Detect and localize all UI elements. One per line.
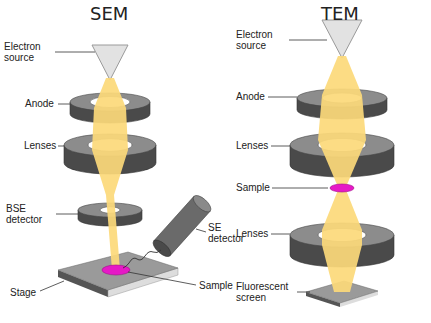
leader-lines	[40, 40, 328, 292]
part-label: Electron source	[236, 29, 288, 51]
part-label: Anode	[25, 98, 54, 109]
signal-wire	[123, 250, 161, 268]
electron-beam	[322, 190, 362, 292]
column-title: TEM	[321, 4, 359, 24]
part-label: Fluorescent screen	[236, 281, 296, 303]
column-title: SEM	[90, 4, 128, 24]
part-label: Lenses	[236, 140, 268, 151]
electron-beam	[318, 56, 366, 187]
electron-source	[322, 20, 362, 58]
part-label: Electron source	[4, 41, 54, 63]
electron-beam	[92, 78, 128, 270]
part-label: Stage	[10, 287, 36, 298]
part-label: Lenses	[236, 228, 268, 239]
part-label: Anode	[236, 91, 265, 102]
part-label: Sample	[199, 280, 233, 291]
electron-source	[92, 45, 128, 80]
sample	[330, 184, 354, 192]
part-label: BSE detector	[6, 203, 56, 225]
part-label: Sample	[236, 182, 270, 193]
se-detector	[150, 193, 213, 260]
part-label: Lenses	[24, 140, 56, 151]
